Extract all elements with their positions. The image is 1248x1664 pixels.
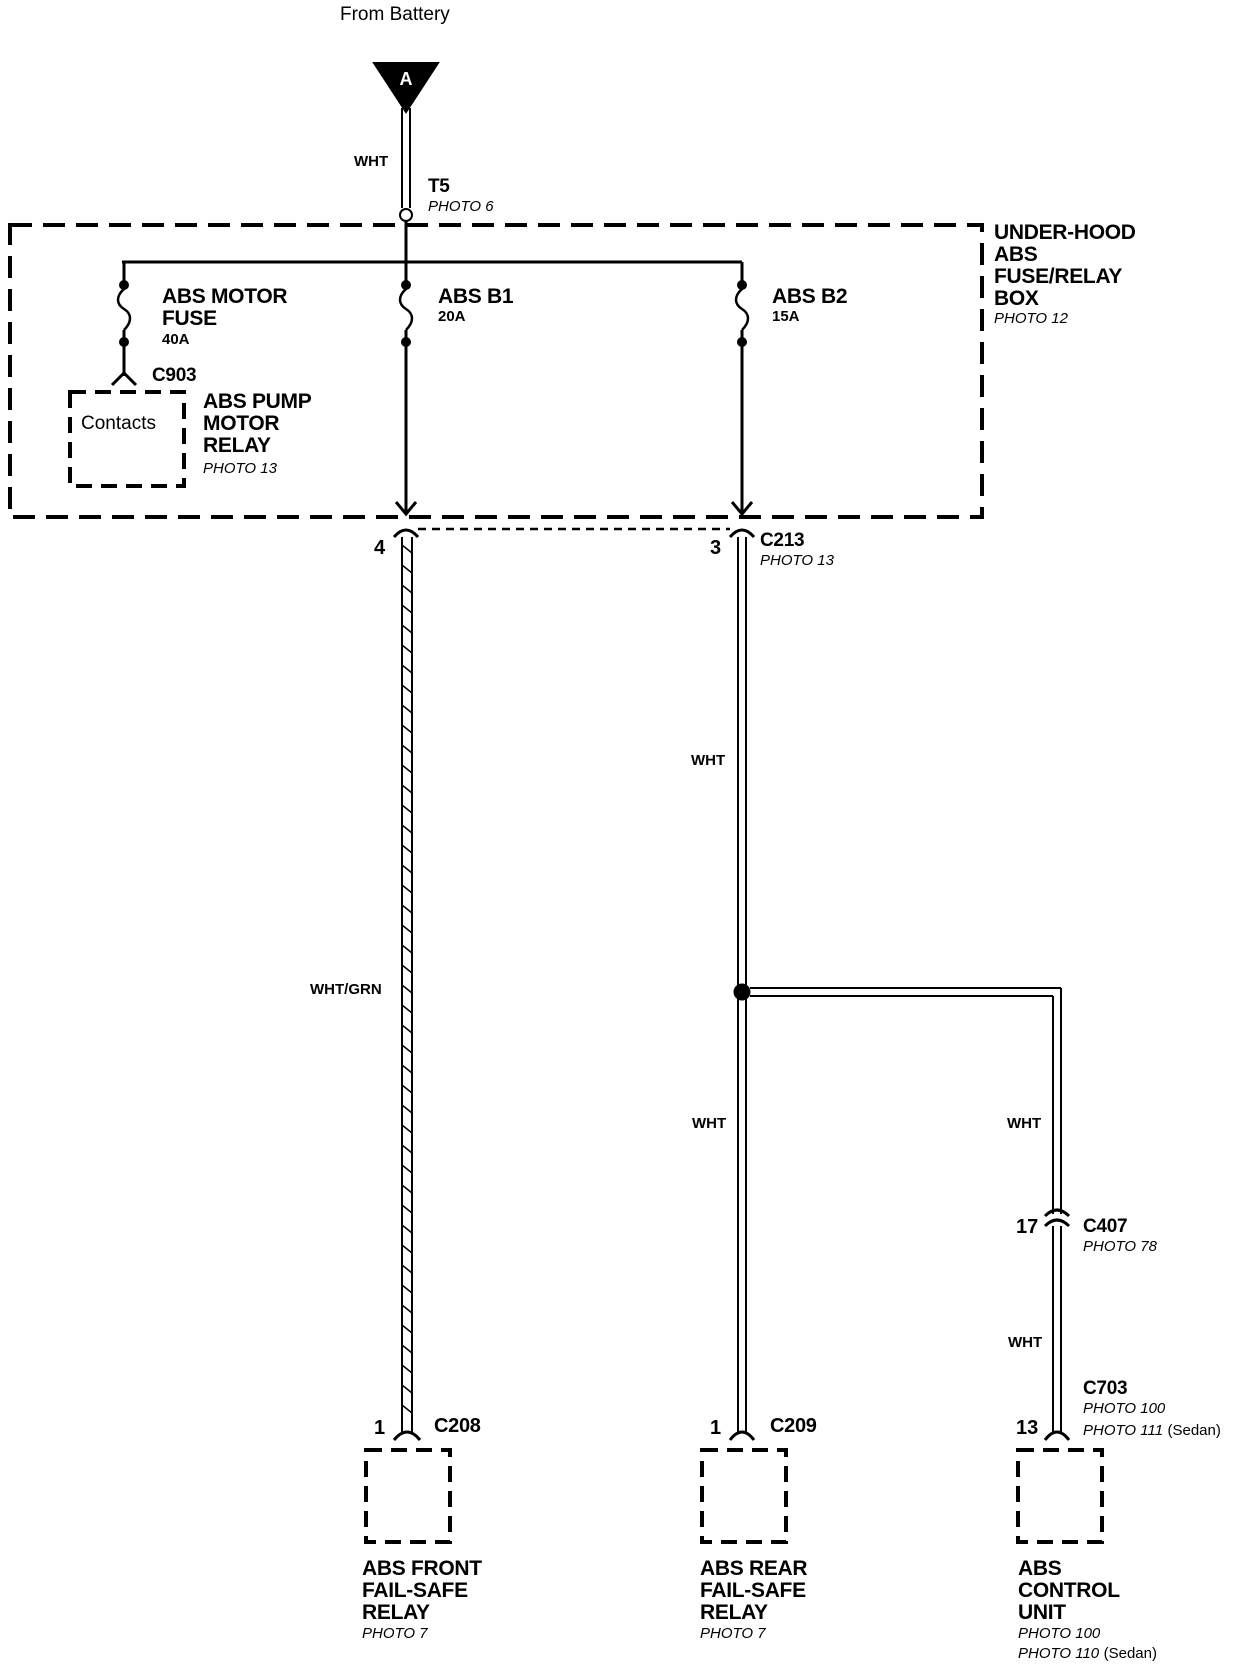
pump-relay-box <box>68 390 186 488</box>
abs-b1-fuse-symbol <box>398 288 414 331</box>
contacts-label: Contacts <box>81 413 156 434</box>
abs-front-relay-name: ABS FRONT FAIL-SAFE RELAY <box>362 1557 482 1625</box>
fuse-box-photo: PHOTO 12 <box>994 310 1068 327</box>
abs-motor-fuse-name: ABS MOTOR FUSE <box>162 285 288 331</box>
abs-control-unit-note: (Sedan) <box>1103 1645 1157 1662</box>
t5-photo: PHOTO 6 <box>428 198 494 215</box>
c407-connector-symbol <box>1043 1208 1071 1228</box>
right-wire-color-lower: WHT <box>1008 1334 1043 1351</box>
abs-front-relay-photo: PHOTO 7 <box>362 1625 428 1642</box>
pump-relay-name: ABS PUMP MOTOR RELAY <box>203 390 312 458</box>
c209-label: C209 <box>770 1415 817 1437</box>
abs-motor-fuse-rating: 40A <box>162 331 190 348</box>
wht-grn-stripes <box>401 544 413 1414</box>
abs-control-unit-photo-1: PHOTO 100 <box>1018 1625 1101 1642</box>
c407-photo: PHOTO 78 <box>1083 1238 1157 1255</box>
abs-rear-relay-name: ABS REAR FAIL-SAFE RELAY <box>700 1557 808 1625</box>
t5-label: T5 <box>428 176 450 197</box>
abs-control-unit-name: ABS CONTROL UNIT <box>1018 1557 1120 1625</box>
right-wire-color-upper: WHT <box>1007 1115 1042 1132</box>
abs-b2-fuse-rating: 15A <box>772 308 800 325</box>
c208-pin: 1 <box>374 1417 386 1439</box>
c213-photo: PHOTO 13 <box>760 552 834 569</box>
c703-photo-1: PHOTO 100 <box>1083 1400 1166 1417</box>
source-wire-color: WHT <box>354 153 389 170</box>
abs-front-relay-box <box>364 1448 452 1544</box>
t5-junction <box>399 208 413 222</box>
c208-label: C208 <box>434 1415 481 1437</box>
abs-rear-relay-box <box>700 1448 788 1544</box>
abs-b2-fuse-symbol <box>734 288 750 331</box>
c407-label: C407 <box>1083 1216 1128 1237</box>
abs-control-unit-photo-2: PHOTO 110 <box>1018 1645 1100 1662</box>
c407-pin: 17 <box>1016 1216 1039 1238</box>
c703-photo-2: PHOTO 111 <box>1083 1422 1164 1439</box>
abs-b1-fuse-rating: 20A <box>438 308 466 325</box>
splice-point <box>733 983 751 1001</box>
c209-pin: 1 <box>710 1417 722 1439</box>
from-battery-label: From Battery <box>340 4 450 25</box>
mid-wire-color-upper: WHT <box>691 752 726 769</box>
control-unit-pin: 13 <box>1016 1417 1039 1439</box>
pump-relay-photo: PHOTO 13 <box>203 460 277 477</box>
abs-control-unit-box <box>1016 1448 1104 1544</box>
c703-note: (Sedan) <box>1167 1422 1221 1439</box>
c213-pin-left: 4 <box>374 537 386 559</box>
battery-terminal-triangle <box>372 62 440 114</box>
abs-control-unit-photo-2-line: PHOTO 110 (Sedan) <box>1018 1646 1157 1663</box>
fuse-box-name: UNDER-HOOD ABS FUSE/RELAY BOX <box>994 221 1136 311</box>
abs-b2-fuse-name: ABS B2 <box>772 285 848 308</box>
c903-label: C903 <box>152 365 197 386</box>
fuse-box-border <box>8 223 984 519</box>
left-wire-color: WHT/GRN <box>310 981 382 998</box>
abs-b1-fuse-name: ABS B1 <box>438 285 514 308</box>
terminal-a-letter: A <box>400 69 413 89</box>
abs-motor-fuse-symbol <box>116 288 132 331</box>
abs-rear-relay-photo: PHOTO 7 <box>700 1625 766 1642</box>
c703-label: C703 <box>1083 1378 1128 1399</box>
mid-wire-color-lower: WHT <box>692 1115 727 1132</box>
c213-pin-right: 3 <box>710 537 722 559</box>
c213-label: C213 <box>760 530 805 551</box>
c703-photo-2-line: PHOTO 111 (Sedan) <box>1083 1423 1221 1440</box>
